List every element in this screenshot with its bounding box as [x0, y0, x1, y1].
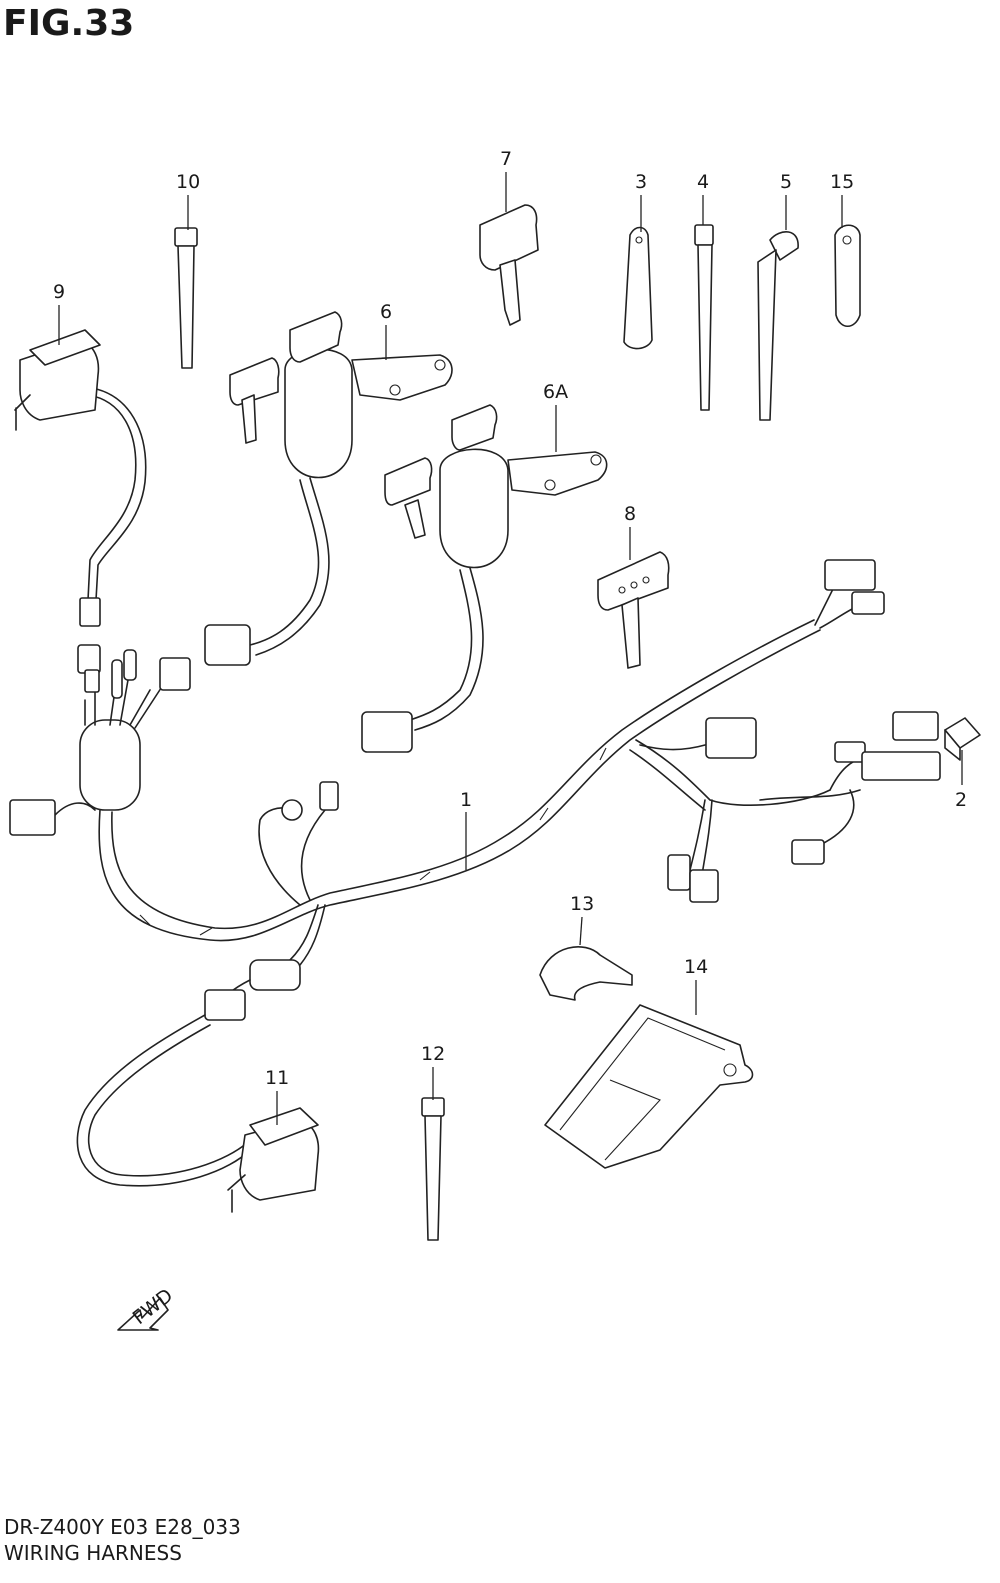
callout-10: 10 [176, 171, 200, 193]
key-8[interactable] [597, 551, 670, 669]
callout-12: 12 [421, 1043, 445, 1065]
ignition-switch-6a[interactable] [384, 404, 608, 569]
callout-6: 6 [380, 301, 392, 323]
fuse[interactable] [944, 717, 981, 761]
callout-4: 4 [697, 171, 709, 193]
main-wiring-harness[interactable] [9, 387, 941, 1187]
ignition-switch-6[interactable] [229, 311, 453, 479]
clamp-5[interactable] [757, 231, 799, 421]
figure-name: WIRING HARNESS [4, 1541, 182, 1565]
key-7[interactable] [479, 204, 539, 326]
callout-6a: 6A [543, 381, 568, 403]
clamp-15[interactable] [834, 224, 861, 328]
clamp-13[interactable] [539, 946, 633, 1001]
callout-2: 2 [955, 789, 967, 811]
figure-title: FIG.33 [3, 3, 135, 44]
bracket-14[interactable] [544, 1004, 754, 1169]
callout-11: 11 [265, 1067, 289, 1089]
cable-tie-12[interactable] [421, 1097, 445, 1241]
fwd-arrow: FWD [117, 1284, 177, 1331]
callout-13: 13 [570, 893, 594, 915]
callout-labels: 1 2 3 4 5 6 6A 7 8 9 10 11 12 13 14 15 [53, 148, 967, 1125]
callout-9: 9 [53, 281, 65, 303]
clamp-3[interactable] [623, 226, 653, 350]
cable-tie-10[interactable] [174, 227, 198, 369]
callout-8: 8 [624, 503, 636, 525]
callout-15: 15 [830, 171, 854, 193]
callout-5: 5 [780, 171, 792, 193]
callout-3: 3 [635, 171, 647, 193]
cable-tie-4[interactable] [694, 224, 714, 411]
sensor-11[interactable] [227, 1107, 320, 1213]
sensor-9[interactable] [14, 329, 101, 431]
callout-1: 1 [460, 789, 472, 811]
model-code: DR-Z400Y E03 E28_033 [4, 1515, 241, 1539]
callout-7: 7 [500, 148, 512, 170]
callout-14: 14 [684, 956, 708, 978]
